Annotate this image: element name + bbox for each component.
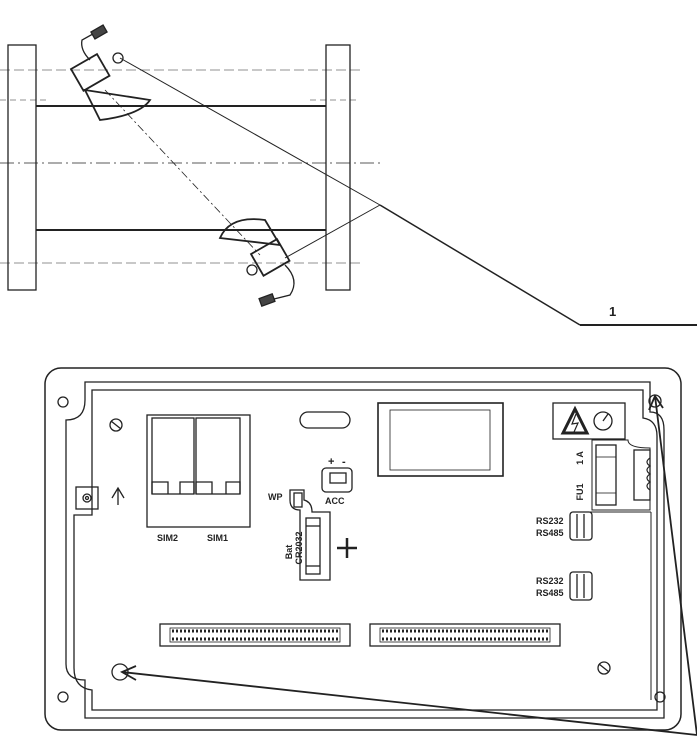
left-flange — [7, 44, 37, 291]
lower-sensor-housing — [218, 218, 282, 247]
sim-holder-area — [146, 414, 251, 528]
arrow-to-bottom-left-hole — [121, 671, 697, 736]
screw-icon — [597, 661, 611, 675]
right-flange — [325, 44, 351, 291]
hazard-warning-icon — [560, 405, 590, 435]
corner-hole-br — [654, 691, 666, 703]
lower-sensor-cap — [246, 264, 258, 276]
fuse-rating-label: 1 A — [575, 451, 585, 465]
callout-label: 1 — [609, 304, 616, 319]
acoustic-path — [104, 89, 261, 256]
lower-transducer — [249, 237, 291, 277]
battery-holder-outline — [289, 489, 331, 581]
upper-sensor-cap — [112, 52, 124, 64]
acc-connector — [321, 467, 353, 493]
rs485-label-1: RS485 — [536, 528, 564, 538]
warning-area — [552, 402, 626, 440]
gauge-icon — [593, 411, 613, 431]
rs-jumper-1 — [569, 511, 593, 541]
ribbon-connector-1 — [159, 623, 351, 647]
enclosure-outer — [44, 367, 682, 731]
wp-jumper — [293, 492, 303, 508]
rs-jumper-2 — [569, 571, 593, 601]
sim2-slot — [151, 417, 195, 495]
leader-line-lower — [284, 204, 381, 259]
leader-line-upper — [119, 57, 381, 206]
fuse — [595, 444, 617, 506]
corner-hole-tl — [57, 396, 69, 408]
rs232-label-1: RS232 — [536, 516, 564, 526]
battery-type-label: CR2032 — [294, 531, 304, 564]
acc-plus-label: + — [328, 456, 334, 468]
sim2-label: SIM2 — [157, 533, 178, 543]
antenna-connector — [75, 486, 99, 510]
electronics-enclosure — [44, 367, 682, 731]
lower-cable — [269, 264, 295, 301]
fuse-name-label: FU1 — [575, 483, 585, 500]
pipe-section — [0, 24, 381, 307]
sim1-slot — [195, 417, 241, 495]
antenna-icon — [111, 486, 125, 505]
screw-icon — [109, 418, 123, 432]
bat-label: Bat — [284, 545, 294, 560]
battery-plus-symbol — [337, 538, 357, 558]
ribbon-connector-2 — [369, 623, 561, 647]
acc-minus-label: - — [342, 456, 346, 468]
corner-hole-bl — [57, 691, 69, 703]
window-slot — [299, 411, 351, 429]
display-window — [377, 402, 504, 477]
upper-cable — [81, 29, 101, 61]
rs485-label-2: RS485 — [536, 588, 564, 598]
pointer-arrows — [119, 394, 697, 736]
arrow-to-top-right-hole — [654, 395, 697, 736]
wp-label: WP — [268, 492, 283, 502]
sim1-label: SIM1 — [207, 533, 228, 543]
callout-leader — [379, 204, 581, 326]
battery-holder — [305, 517, 321, 575]
acc-label: ACC — [325, 496, 345, 506]
power-terminal — [633, 449, 651, 501]
upper-transducer — [69, 52, 111, 92]
rs232-label-2: RS232 — [536, 576, 564, 586]
upper-sensor-housing — [83, 88, 152, 121]
